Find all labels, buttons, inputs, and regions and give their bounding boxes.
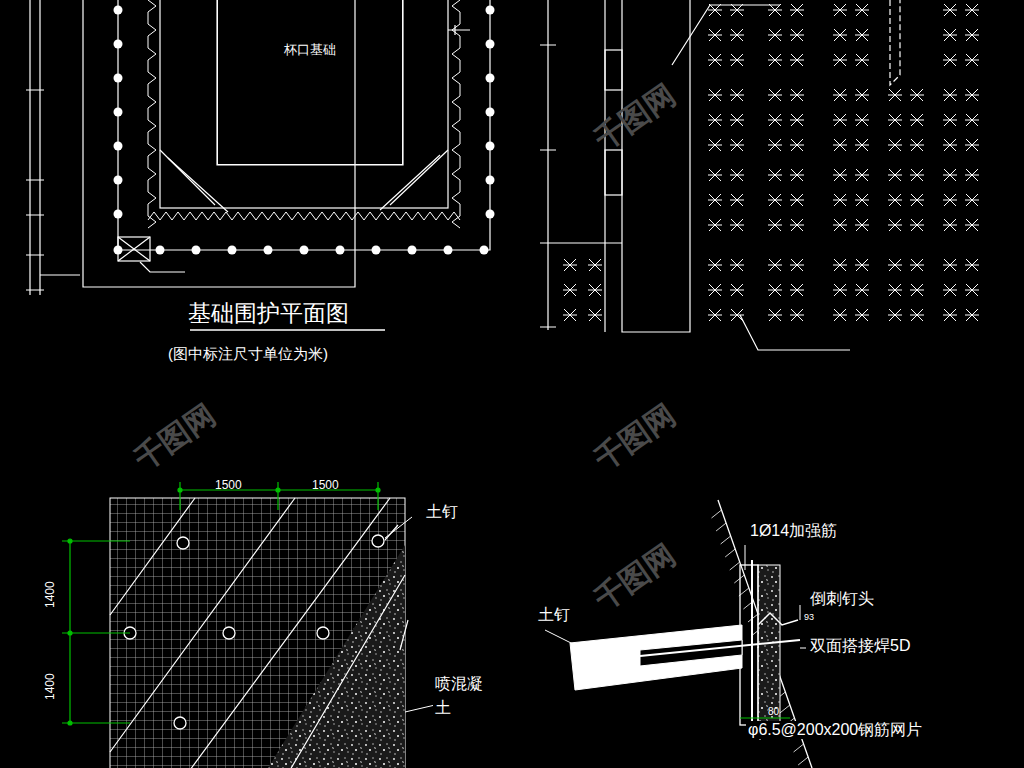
section-view bbox=[540, 0, 900, 350]
drawing-caption: (图中标注尺寸单位为米) bbox=[168, 345, 328, 362]
part-label: 喷混凝 土 bbox=[433, 672, 489, 720]
part-label: 土钉 bbox=[424, 503, 460, 521]
plan-view bbox=[26, 0, 490, 330]
dimension: 80 bbox=[768, 706, 779, 718]
watermark: 千图网 bbox=[128, 397, 222, 477]
dimension: 1400 bbox=[44, 581, 58, 608]
watermark: 千图网 bbox=[588, 537, 682, 617]
drawing-title: 基础围护平面图 bbox=[188, 300, 349, 326]
watermark: 千图网 bbox=[588, 397, 682, 477]
mesh-elevation bbox=[62, 482, 435, 768]
pile-dots bbox=[114, 6, 495, 255]
part-label: 1Ø14加强筋 bbox=[748, 522, 839, 540]
node-label: 杯口基础 bbox=[218, 43, 402, 58]
dimension: 1500 bbox=[312, 479, 339, 493]
dimension: 93 bbox=[804, 612, 814, 622]
part-label: 土钉 bbox=[536, 606, 572, 624]
dimension: 1500 bbox=[215, 479, 242, 493]
dimension: 1400 bbox=[44, 673, 58, 700]
part-label: 倒刺钉头 bbox=[808, 590, 876, 608]
slope-edge bbox=[148, 0, 460, 228]
foundation-box: 杯口基础 bbox=[217, 0, 403, 165]
pile-grid bbox=[563, 4, 979, 321]
part-label: 双面搭接焊5D bbox=[808, 637, 912, 655]
watermark: 千图网 bbox=[588, 77, 682, 157]
part-label: φ6.5@200x200钢筋网片 bbox=[746, 721, 924, 739]
